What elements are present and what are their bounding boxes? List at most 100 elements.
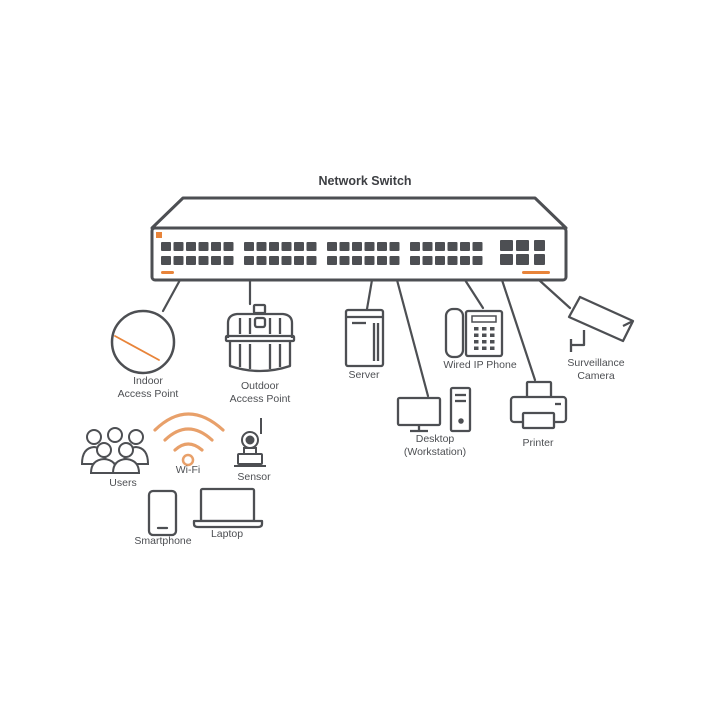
phone-key <box>474 340 479 344</box>
link-ip-phone <box>463 278 485 310</box>
switch-port <box>447 242 458 251</box>
switch-port <box>256 242 267 251</box>
phone-key <box>490 340 495 344</box>
switch-port <box>281 256 292 265</box>
switch-sfp-port <box>516 240 529 251</box>
switch-port <box>472 256 483 265</box>
switch-port <box>352 256 362 265</box>
switch-port <box>410 256 420 265</box>
switch-port <box>460 256 470 265</box>
surveillance-camera-label: Surveillance Camera <box>567 357 625 382</box>
switch-sfp-port <box>500 240 513 251</box>
outdoor-access-point-icon <box>224 303 296 373</box>
switch-port-array <box>161 240 545 265</box>
link-indoor-ap <box>161 278 182 313</box>
switch-port <box>173 256 184 265</box>
desktop-icon <box>396 386 472 433</box>
phone-key <box>482 340 487 344</box>
switch-port <box>244 242 254 251</box>
users-icon <box>80 427 150 474</box>
server-label: Server <box>348 369 380 381</box>
wifi-label: Wi-Fi <box>175 464 201 476</box>
switch-port <box>352 242 362 251</box>
phone-keypad <box>474 327 495 350</box>
switch-port <box>377 242 387 251</box>
switch-port <box>161 256 171 265</box>
switch-port <box>173 242 184 251</box>
switch-port <box>389 242 400 251</box>
server-icon <box>344 308 385 368</box>
switch-port <box>198 242 209 251</box>
link-server <box>365 278 374 311</box>
switch-port <box>410 242 420 251</box>
switch-port <box>186 242 196 251</box>
switch-sfp-port <box>534 240 545 251</box>
switch-port <box>256 256 267 265</box>
switch-port <box>460 242 470 251</box>
switch-port <box>269 256 279 265</box>
switch-port <box>327 256 337 265</box>
smartphone-label: Smartphone <box>134 535 192 547</box>
diagram-title: Network Switch <box>318 174 412 188</box>
ip-phone-icon <box>444 307 504 359</box>
switch-port <box>294 256 304 265</box>
switch-status-led <box>156 232 162 238</box>
switch-port <box>244 256 254 265</box>
switch-port <box>377 256 387 265</box>
printer-label: Printer <box>522 437 554 449</box>
connection-lines <box>161 278 572 398</box>
switch-port <box>422 242 433 251</box>
switch-right-accent <box>522 271 550 274</box>
switch-port <box>211 242 221 251</box>
sensor-label: Sensor <box>237 471 271 483</box>
switch-sfp-port <box>534 254 545 265</box>
phone-key <box>474 327 479 331</box>
switch-port <box>306 256 317 265</box>
phone-key <box>490 327 495 331</box>
switch-port <box>223 242 234 251</box>
switch-port <box>472 242 483 251</box>
switch-port <box>186 256 196 265</box>
switch-port <box>281 242 292 251</box>
sensor-icon <box>234 418 266 467</box>
wifi-icon <box>153 412 225 467</box>
surveillance-camera-icon <box>567 295 635 352</box>
outdoor-access-point-label: Outdoor Access Point <box>229 380 291 405</box>
phone-key <box>490 346 495 350</box>
switch-port <box>447 256 458 265</box>
phone-key <box>474 346 479 350</box>
printer-icon <box>509 380 568 430</box>
link-desktop <box>395 278 430 398</box>
users-label: Users <box>109 477 137 489</box>
switch-port <box>198 256 209 265</box>
link-camera <box>537 278 572 310</box>
phone-key <box>482 346 487 350</box>
switch-front-panel <box>150 226 568 282</box>
switch-port <box>364 242 375 251</box>
switch-port <box>389 256 400 265</box>
switch-left-accent <box>161 271 174 274</box>
switch-port <box>223 256 234 265</box>
smartphone-icon <box>147 489 178 537</box>
switch-port <box>339 256 350 265</box>
switch-port <box>269 242 279 251</box>
indoor-access-point-label: Indoor Access Point <box>117 375 179 400</box>
switch-port <box>211 256 221 265</box>
network-switch <box>150 196 568 282</box>
phone-key <box>490 333 495 337</box>
switch-port <box>435 242 445 251</box>
laptop-icon <box>192 487 264 529</box>
indoor-access-point-icon <box>110 309 176 375</box>
phone-key <box>482 333 487 337</box>
switch-port <box>327 242 337 251</box>
switch-port <box>294 242 304 251</box>
switch-port <box>161 242 171 251</box>
switch-port <box>306 242 317 251</box>
ip-phone-label: Wired IP Phone <box>443 359 517 371</box>
phone-key <box>482 327 487 331</box>
laptop-label: Laptop <box>210 528 244 540</box>
switch-port <box>435 256 445 265</box>
switch-port <box>422 256 433 265</box>
switch-port <box>339 242 350 251</box>
